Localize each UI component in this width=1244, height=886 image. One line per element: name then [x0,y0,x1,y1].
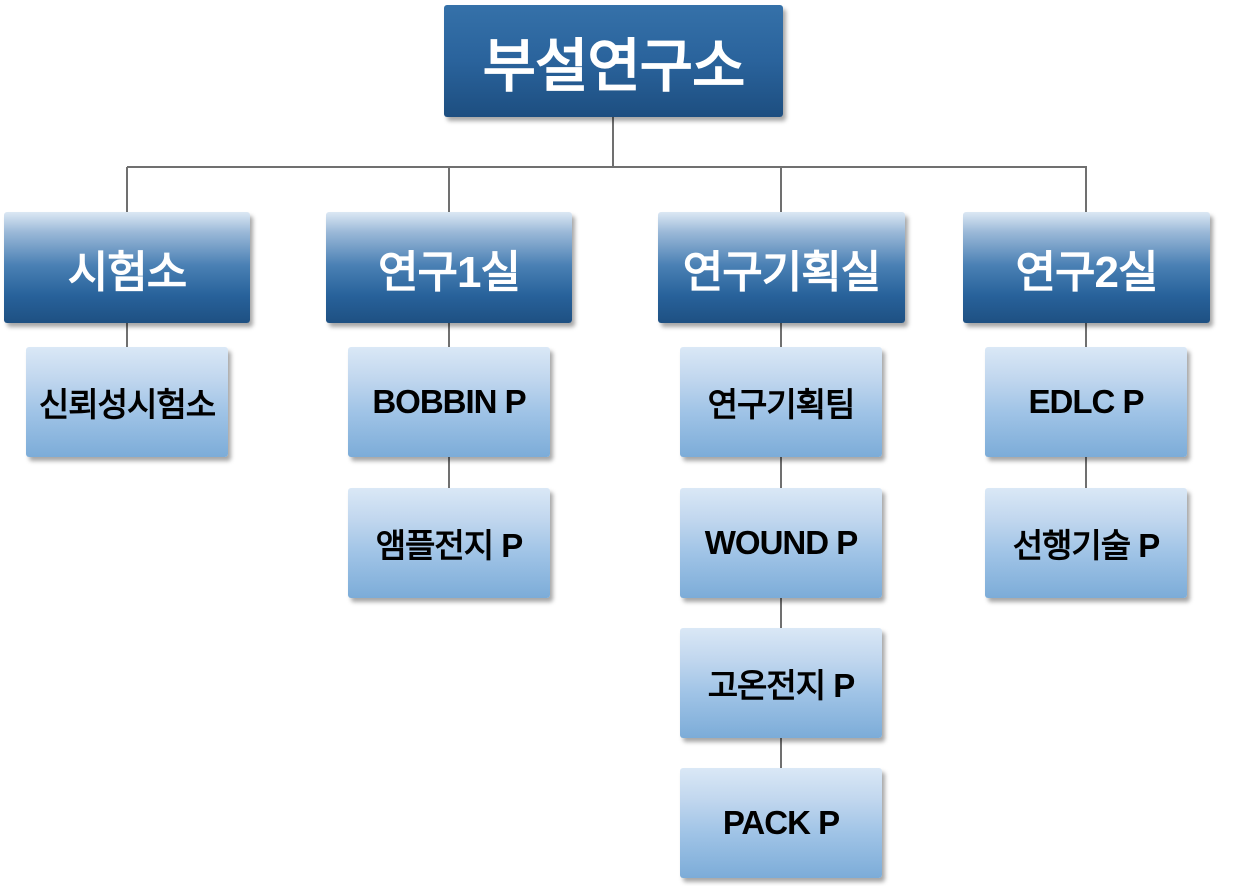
root-node: 부설연구소 [444,5,783,117]
column-3-child-2-label: WOUND P [704,524,858,561]
column-1-child-1-node: 신뢰성시험소 [26,347,228,457]
column-3-head-label: 연구기획실 [682,247,881,297]
connector-col4-drop [1085,167,1087,213]
column-2-child-1-node: BOBBIN P [348,347,550,457]
column-4-child-1-label: EDLC P [1028,383,1144,420]
connector-col1-head-child1 [126,323,128,347]
column-2-head-node: 연구1실 [326,212,572,323]
column-2-child-2-node: 앰플전지 P [348,488,550,598]
column-2-child-2-label: 앰플전지 P [375,527,524,564]
connector-col2-head-child1 [448,323,450,347]
column-4-child-2-label: 선행기술 P [1012,527,1161,564]
column-1-child-1-label: 신뢰성시험소 [38,386,216,423]
column-3-child-4-label: PACK P [722,804,840,841]
connector-col4-head-child1 [1085,323,1087,347]
connector-col2-child1-child2 [448,457,450,488]
column-3-head-node: 연구기획실 [658,212,905,323]
column-3-child-3-label: 고온전지 P [707,667,856,704]
column-3-child-1-node: 연구기획팀 [680,347,882,457]
connector-col1-drop [126,167,128,213]
connector-root-stub [612,117,614,166]
connector-col2-drop [448,167,450,213]
column-3-child-3-node: 고온전지 P [680,628,882,738]
connector-col3-child1-child2 [780,457,782,488]
column-4-child-2-node: 선행기술 P [985,488,1187,598]
column-4-child-1-node: EDLC P [985,347,1187,457]
connector-col3-drop [780,167,782,213]
column-1-head-node: 시험소 [4,212,250,323]
column-1-head-label: 시험소 [67,247,187,297]
column-4-head-label: 연구2실 [1015,247,1159,297]
connector-trunk [127,166,1087,168]
root-node-label: 부설연구소 [482,34,746,99]
column-3-child-1-label: 연구기획팀 [707,386,856,423]
connector-col3-child2-child3 [780,598,782,628]
column-2-child-1-label: BOBBIN P [372,383,526,420]
column-3-child-2-node: WOUND P [680,488,882,598]
column-2-head-label: 연구1실 [378,247,521,297]
connector-col3-child3-child4 [780,738,782,768]
connector-col4-child1-child2 [1085,457,1087,488]
column-4-head-node: 연구2실 [963,212,1210,323]
connector-col3-head-child1 [780,323,782,347]
column-3-child-4-node: PACK P [680,768,882,878]
